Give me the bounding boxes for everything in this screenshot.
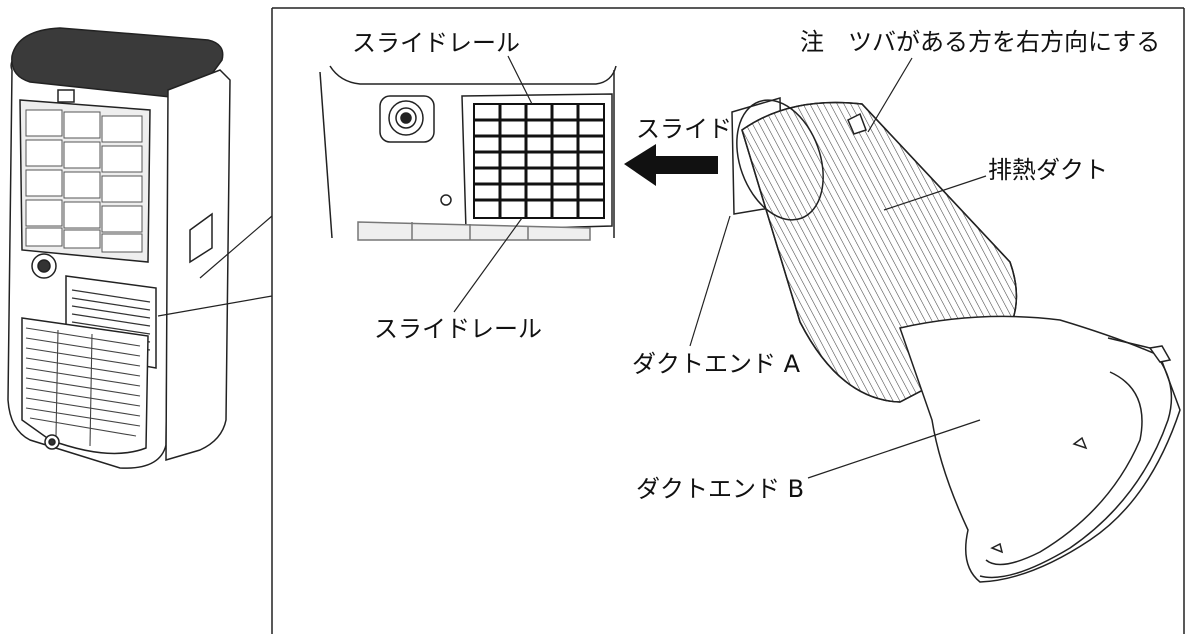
exhaust-duct-label: 排熱ダクト [988, 156, 1108, 184]
air-conditioner-unit [7, 27, 231, 469]
exhaust-grille [473, 103, 605, 219]
exhaust-duct [731, 97, 1181, 583]
duct-end-a-label: ダクトエンド A [632, 350, 801, 378]
inset-frame [271, 7, 1185, 634]
note-label: 注 ツバがある方を右方向にする [800, 28, 1161, 56]
slide-rail-top-label: スライドレール [352, 29, 520, 57]
leader-lines [453, 55, 987, 479]
slide-label: スライド [636, 115, 732, 143]
zoom-lines [157, 215, 273, 317]
slide-rail-bottom-label: スライドレール [374, 315, 542, 343]
duct-end-b-label: ダクトエンド B [636, 475, 805, 503]
slide-arrow [624, 144, 718, 186]
